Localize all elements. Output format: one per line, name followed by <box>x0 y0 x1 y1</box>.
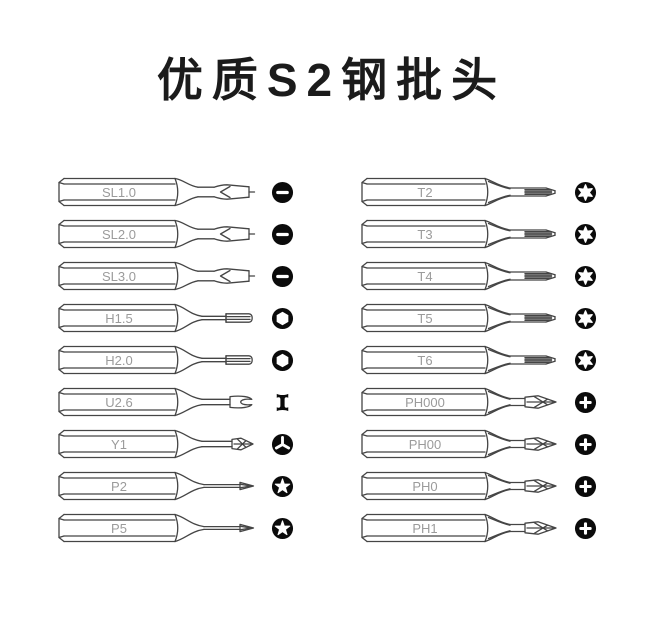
bits-column-left: SL1.0 SL2.0 SL3.0 H1.5 H2.0 U2.6 Y1 P2 P… <box>56 174 294 552</box>
bit-drawing: U2.6 <box>58 387 253 417</box>
bit-drawing: T5 <box>361 303 556 333</box>
bit-row: P5 <box>56 510 294 546</box>
bit-drawing: SL1.0 <box>58 177 256 207</box>
svg-text:U2.6: U2.6 <box>105 395 132 410</box>
plus-icon <box>574 433 597 455</box>
svg-text:PH0: PH0 <box>412 479 437 494</box>
plus-icon <box>574 391 597 413</box>
svg-text:P5: P5 <box>111 521 127 536</box>
bit-row: PH00 <box>359 426 597 462</box>
svg-text:SL3.0: SL3.0 <box>102 269 136 284</box>
svg-text:H2.0: H2.0 <box>105 353 132 368</box>
bit-drawing: Y1 <box>58 429 254 459</box>
svg-text:PH000: PH000 <box>405 395 445 410</box>
svg-text:SL2.0: SL2.0 <box>102 227 136 242</box>
bit-drawing: PH000 <box>361 387 557 417</box>
bit-drawing: P2 <box>58 471 255 501</box>
svg-text:H1.5: H1.5 <box>105 311 132 326</box>
svg-text:P2: P2 <box>111 479 127 494</box>
bit-row: U2.6 <box>56 384 294 420</box>
torx-star-icon <box>574 307 597 329</box>
svg-text:T2: T2 <box>417 185 432 200</box>
bit-drawing: T3 <box>361 219 556 249</box>
bit-row: Y1 <box>56 426 294 462</box>
bit-row: PH0 <box>359 468 597 504</box>
minus-icon <box>271 265 294 287</box>
bit-drawing: PH0 <box>361 471 557 501</box>
svg-text:PH00: PH00 <box>409 437 442 452</box>
u-slot-icon <box>276 393 289 411</box>
bit-row: P2 <box>56 468 294 504</box>
hexagon-icon <box>271 307 294 329</box>
minus-icon <box>271 223 294 245</box>
star5-icon <box>271 517 294 539</box>
triwing-icon <box>271 433 294 455</box>
bit-drawing: T4 <box>361 261 556 291</box>
bit-row: T3 <box>359 216 597 252</box>
bit-row: PH000 <box>359 384 597 420</box>
bits-column-right: T2 T3 T4 T5 T6 PH000 PH00 PH0 PH1 <box>359 174 597 552</box>
bit-row: PH1 <box>359 510 597 546</box>
svg-text:T6: T6 <box>417 353 432 368</box>
svg-text:SL1.0: SL1.0 <box>102 185 136 200</box>
svg-text:T3: T3 <box>417 227 432 242</box>
bit-drawing: T6 <box>361 345 556 375</box>
bits-grid: SL1.0 SL2.0 SL3.0 H1.5 H2.0 U2.6 Y1 P2 P… <box>0 174 663 552</box>
bit-row: H2.0 <box>56 342 294 378</box>
bit-drawing: SL3.0 <box>58 261 256 291</box>
torx-star-icon <box>574 223 597 245</box>
svg-text:Y1: Y1 <box>111 437 127 452</box>
star5-icon <box>271 475 294 497</box>
bit-row: T6 <box>359 342 597 378</box>
bit-drawing: T2 <box>361 177 556 207</box>
plus-icon <box>574 475 597 497</box>
bit-row: T4 <box>359 258 597 294</box>
bit-row: SL3.0 <box>56 258 294 294</box>
svg-text:T5: T5 <box>417 311 432 326</box>
svg-text:PH1: PH1 <box>412 521 437 536</box>
torx-star-icon <box>574 265 597 287</box>
bit-drawing: SL2.0 <box>58 219 256 249</box>
bit-row: T5 <box>359 300 597 336</box>
bit-drawing: PH1 <box>361 513 557 543</box>
bit-drawing: H1.5 <box>58 303 253 333</box>
bit-drawing: PH00 <box>361 429 557 459</box>
page-title: 优质S2钢批头 <box>156 54 507 106</box>
plus-icon <box>574 517 597 539</box>
hexagon-icon <box>271 349 294 371</box>
bit-drawing: P5 <box>58 513 255 543</box>
torx-star-icon <box>574 181 597 203</box>
product-infographic: 优质S2钢批头 SL1.0 SL2.0 SL3.0 H1.5 H2.0 U2.6… <box>0 44 663 552</box>
minus-icon <box>271 181 294 203</box>
bit-row: SL1.0 <box>56 174 294 210</box>
bit-row: SL2.0 <box>56 216 294 252</box>
bit-row: T2 <box>359 174 597 210</box>
bit-row: H1.5 <box>56 300 294 336</box>
torx-star-icon <box>574 349 597 371</box>
svg-text:T4: T4 <box>417 269 432 284</box>
bit-drawing: H2.0 <box>58 345 253 375</box>
